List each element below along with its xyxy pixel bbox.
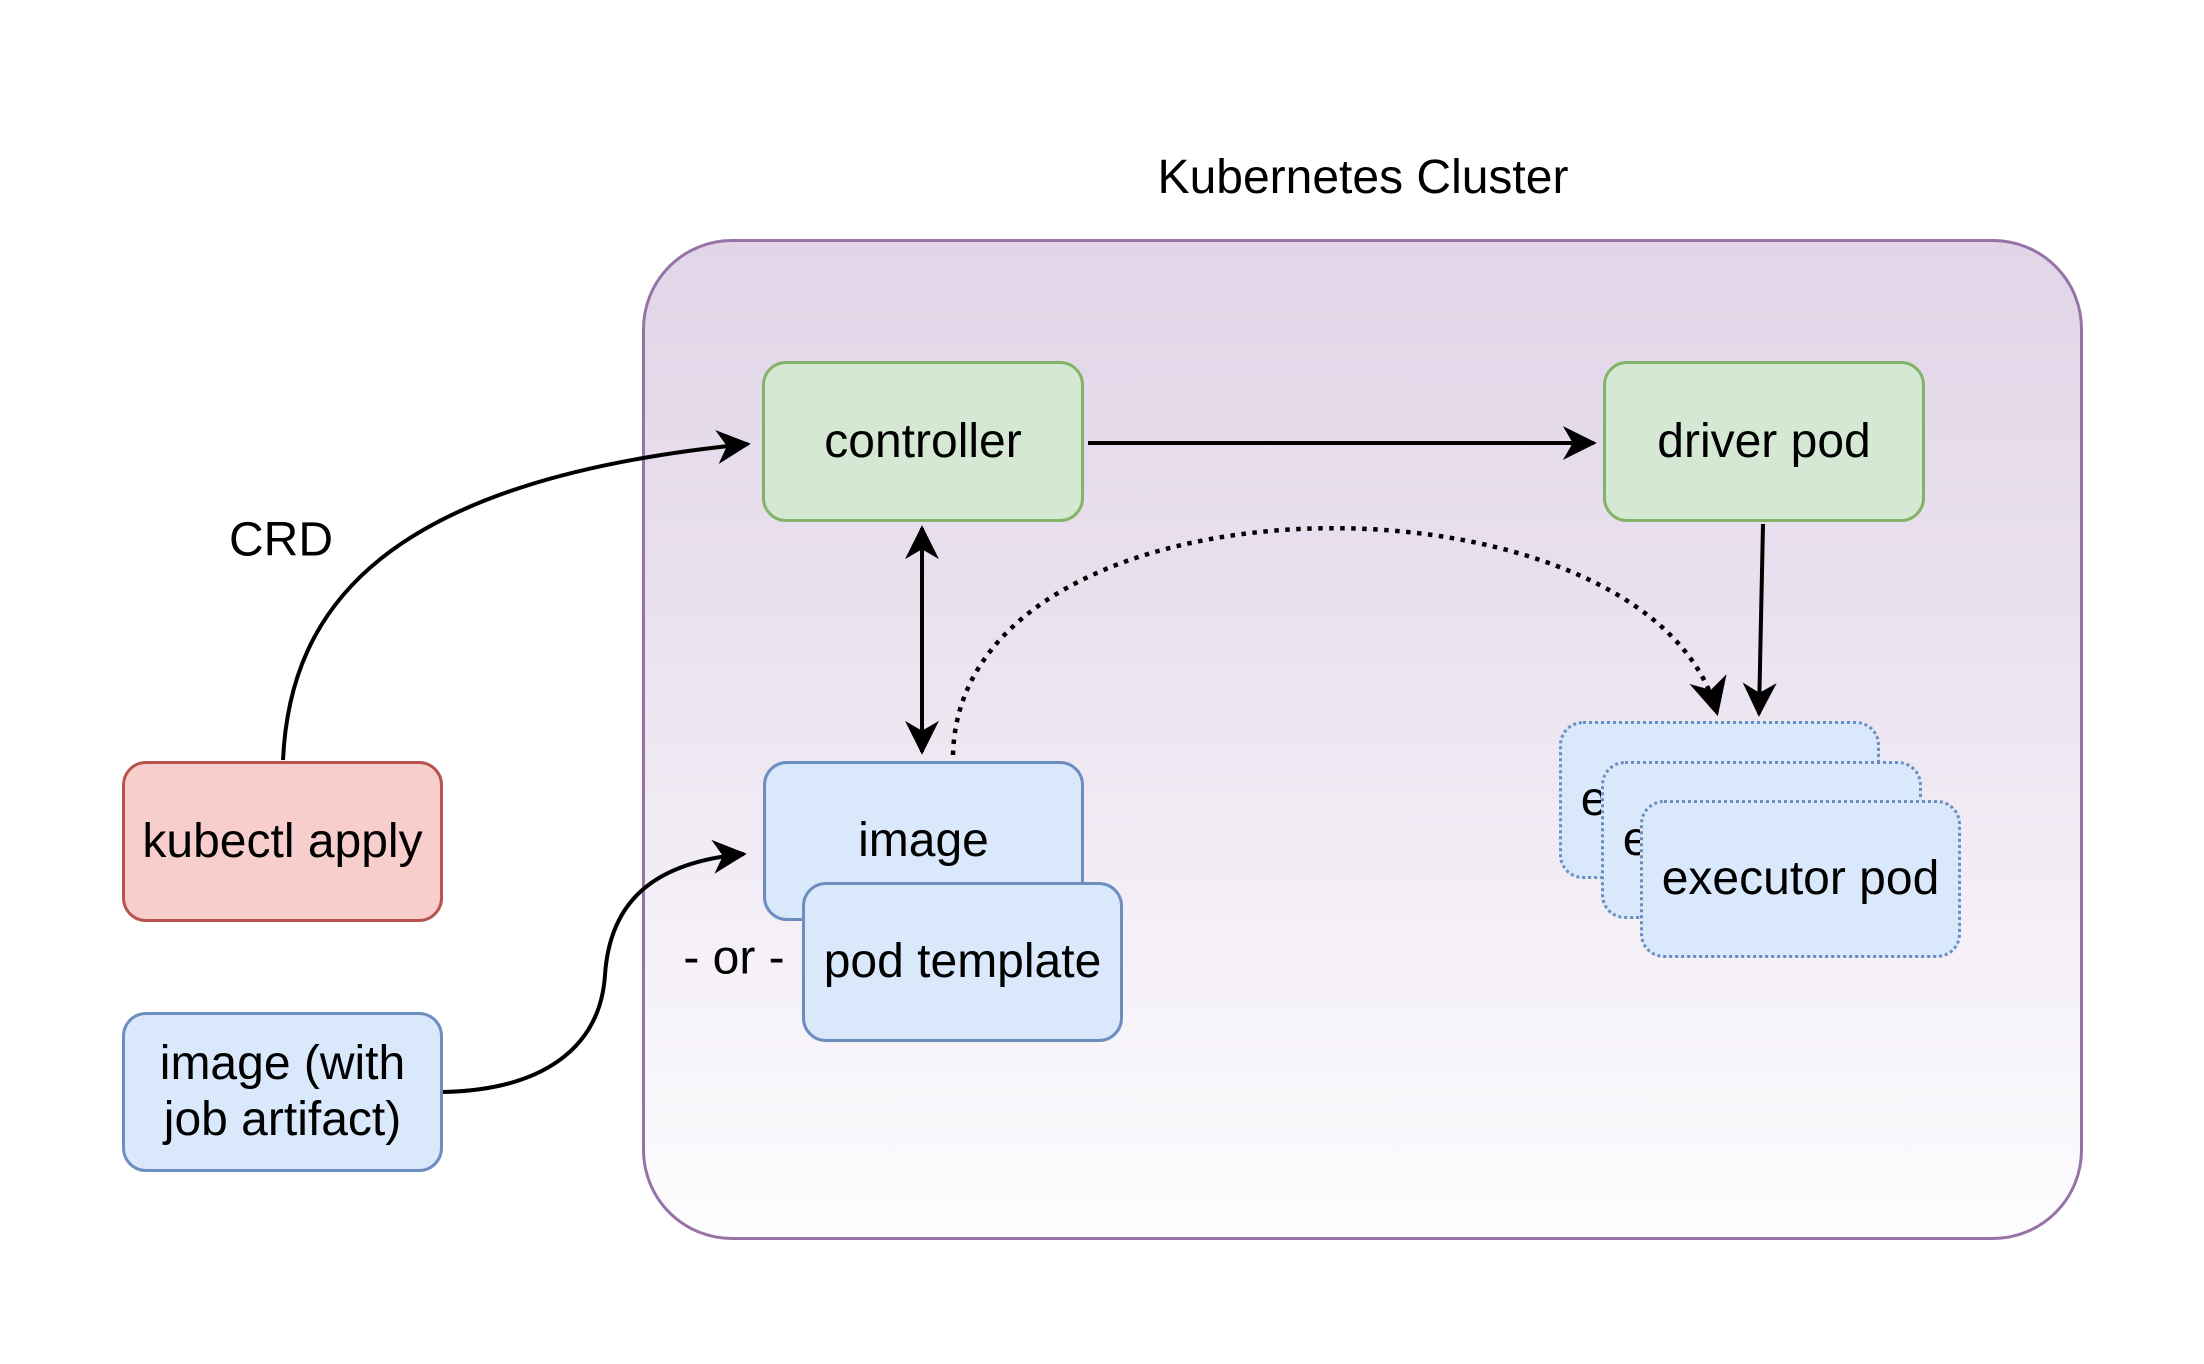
node-kubectl-apply: kubectl apply [122, 761, 443, 922]
node-image-label: image [858, 814, 989, 868]
edge-label-or: - or - [683, 931, 785, 985]
node-driver-pod: driver pod [1603, 361, 1925, 522]
cluster-title: Kubernetes Cluster [1157, 151, 1569, 204]
node-kubectl-apply-label: kubectl apply [142, 814, 423, 868]
node-image-with-job-artifact-label: image (with job artifact) [159, 1037, 406, 1146]
node-pod-template-label: pod template [823, 935, 1102, 989]
node-executor-pod-front-label: executor pod [1661, 852, 1940, 906]
node-driver-pod-label: driver pod [1657, 414, 1871, 468]
node-executor-pod-front: executor pod [1640, 800, 1961, 958]
node-image-with-job-artifact: image (with job artifact) [122, 1012, 443, 1172]
node-controller-label: controller [824, 414, 1022, 468]
node-pod-template: pod template [802, 882, 1123, 1042]
edge-label-crd: CRD [229, 513, 333, 567]
node-controller: controller [762, 361, 1084, 522]
